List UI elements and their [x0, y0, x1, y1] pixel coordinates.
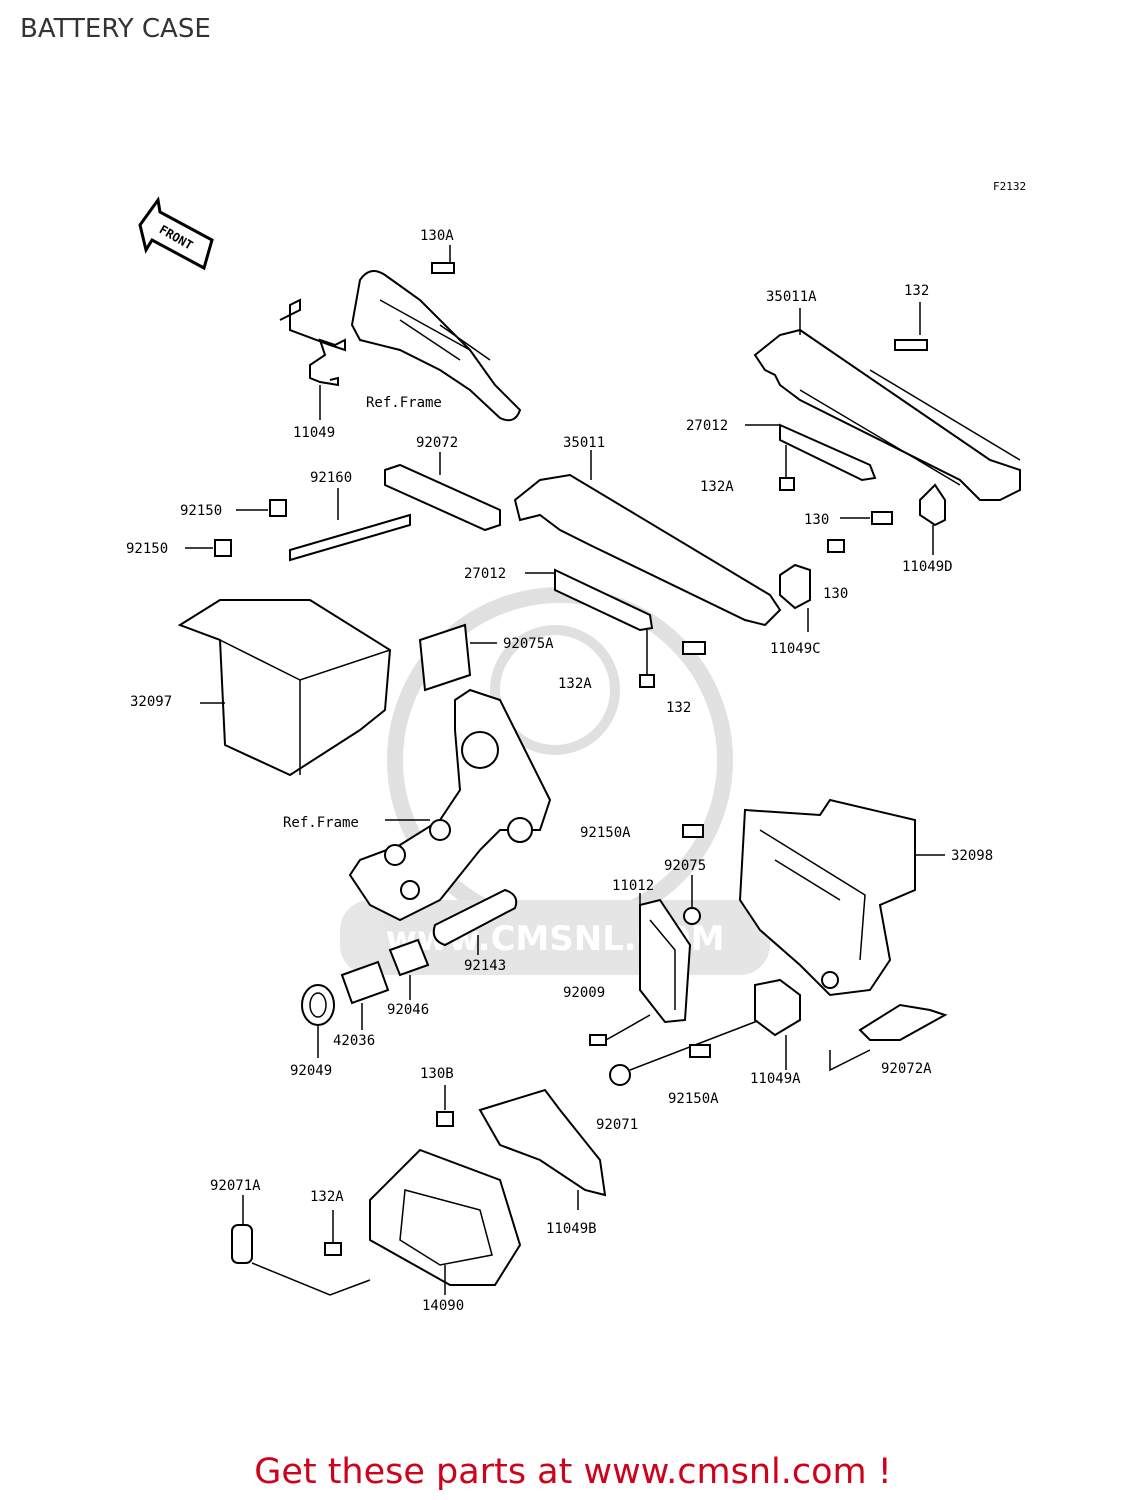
footer-link[interactable]: Get these parts at www.cmsnl.com ! [254, 1452, 892, 1492]
label-130-mid: 130 [804, 512, 829, 528]
label-92072: 92072 [416, 435, 458, 451]
label-92150A-bot: 92150A [668, 1091, 719, 1107]
part-14090-reflector [369, 1148, 522, 1286]
part-11049-bracket [279, 270, 522, 422]
label-132A-bot: 132A [310, 1189, 344, 1205]
label-42036: 42036 [333, 1033, 375, 1049]
label-11049A: 11049A [750, 1071, 801, 1087]
label-92075A: 92075A [503, 636, 554, 652]
label-92075: 92075 [664, 858, 706, 874]
label-35011: 35011 [563, 435, 605, 451]
part-11012-plate [639, 898, 692, 1024]
label-92150-a: 92150 [180, 503, 222, 519]
label-11012: 11012 [612, 878, 654, 894]
label-132-top: 132 [904, 283, 929, 299]
label-32097: 32097 [130, 694, 172, 710]
label-92150A-top: 92150A [580, 825, 631, 841]
label-ref-frame-top: Ref.Frame [366, 395, 442, 411]
label-11049D: 11049D [902, 559, 953, 575]
frame-section [348, 688, 552, 922]
part-92046-bearing [388, 938, 430, 977]
label-32098: 32098 [951, 848, 993, 864]
part-32098-side-cover [738, 798, 916, 997]
part-92049-seal [301, 984, 335, 1026]
part-92143-sleeve [432, 888, 518, 947]
label-11049: 11049 [293, 425, 335, 441]
label-ref-frame-mid: Ref.Frame [283, 815, 359, 831]
label-92009: 92009 [563, 985, 605, 1001]
page-title: BATTERY CASE [20, 14, 211, 44]
label-132-mid: 132 [666, 700, 691, 716]
label-92049: 92049 [290, 1063, 332, 1079]
label-132A-mid: 132A [558, 676, 592, 692]
label-92143: 92143 [464, 958, 506, 974]
label-27012-mid: 27012 [464, 566, 506, 582]
part-35011-cover [513, 473, 782, 627]
label-92071: 92071 [596, 1117, 638, 1133]
label-92046: 92046 [387, 1002, 429, 1018]
part-35011A-cover [753, 328, 1021, 501]
figure-code: F2132 [993, 180, 1026, 193]
label-92150-b: 92150 [126, 541, 168, 557]
label-130-right: 130 [823, 586, 848, 602]
part-42036-collar [340, 960, 390, 1005]
label-35011A: 35011A [766, 289, 817, 305]
label-11049C: 11049C [770, 641, 821, 657]
label-92072A: 92072A [881, 1061, 932, 1077]
label-14090: 14090 [422, 1298, 464, 1314]
label-132A-top: 132A [700, 479, 734, 495]
label-130A: 130A [420, 228, 454, 244]
label-11049B: 11049B [546, 1221, 597, 1237]
label-27012-top: 27012 [686, 418, 728, 434]
front-arrow-icon: FRONT [138, 196, 214, 271]
label-92160: 92160 [310, 470, 352, 486]
label-92071A: 92071A [210, 1178, 261, 1194]
part-32097-battery-case [177, 599, 392, 777]
label-130B: 130B [420, 1066, 454, 1082]
